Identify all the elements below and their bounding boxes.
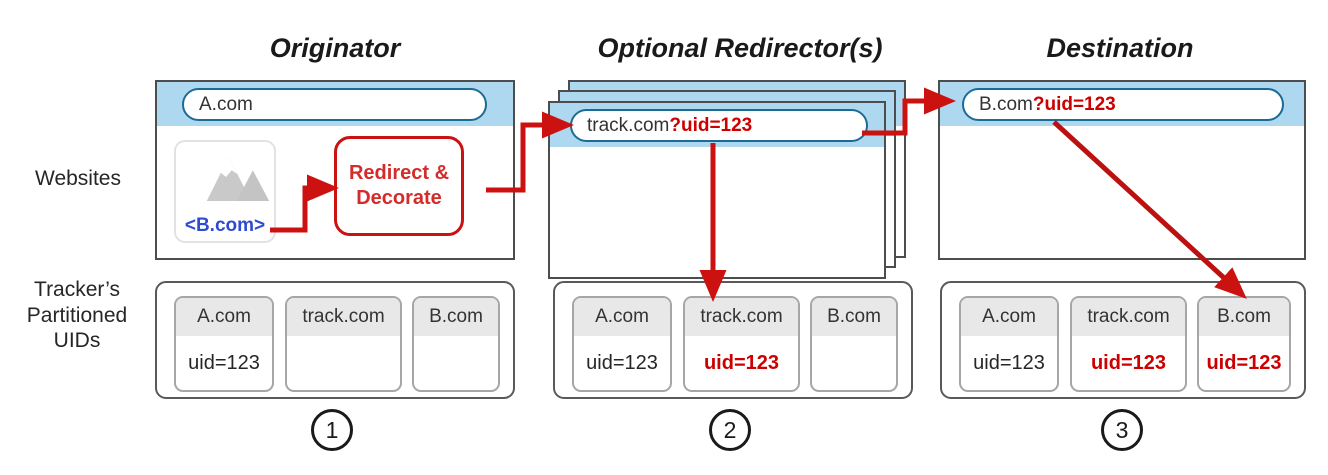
column-title-redirector: Optional Redirector(s) bbox=[597, 33, 883, 63]
column-title-destination: Destination bbox=[1046, 33, 1194, 63]
redirector-window: track.com?uid=123 bbox=[548, 101, 886, 279]
step-circle-1: 1 bbox=[311, 409, 353, 451]
uid-cell-header: B.com bbox=[812, 298, 896, 336]
uid-cell: track.com uid=123 bbox=[683, 296, 800, 392]
mountain-image-icon bbox=[206, 156, 270, 202]
step-circle-2: 2 bbox=[709, 409, 751, 451]
uid-cell: track.com uid=123 bbox=[1070, 296, 1187, 392]
uid-cell: B.com bbox=[412, 296, 500, 392]
uid-cell-value: uid=123 bbox=[1206, 351, 1282, 374]
url-bar-originator[interactable]: A.com bbox=[182, 88, 487, 121]
row-label-partitioned-uids: Tracker’s Partitioned UIDs bbox=[26, 278, 128, 353]
url-host: track.com bbox=[587, 114, 670, 136]
uid-cell: A.com uid=123 bbox=[174, 296, 274, 392]
image-link-label[interactable]: <B.com> bbox=[184, 215, 266, 236]
uid-cell-value bbox=[287, 336, 400, 390]
destination-window: B.com?uid=123 bbox=[938, 80, 1306, 260]
image-placeholder[interactable]: <B.com> bbox=[174, 140, 276, 243]
step-circle-3: 3 bbox=[1101, 409, 1143, 451]
uid-cell-value: uid=123 bbox=[1090, 351, 1167, 374]
url-bar-destination[interactable]: B.com?uid=123 bbox=[962, 88, 1284, 121]
uid-cell: B.com uid=123 bbox=[1197, 296, 1291, 392]
url-host: A.com bbox=[199, 93, 253, 115]
uid-cell-header: B.com bbox=[414, 298, 498, 336]
uid-cell-header: A.com bbox=[176, 298, 272, 336]
uid-cell-header: track.com bbox=[685, 298, 798, 336]
row-label-websites: Websites bbox=[35, 167, 121, 190]
uid-cell-header: A.com bbox=[961, 298, 1057, 336]
uid-cell-header: B.com bbox=[1199, 298, 1289, 336]
redirect-line-2: Decorate bbox=[356, 187, 442, 209]
url-uid-param: ?uid=123 bbox=[669, 114, 753, 136]
uid-cell-header: A.com bbox=[574, 298, 670, 336]
url-bar-redirector[interactable]: track.com?uid=123 bbox=[570, 109, 868, 142]
column-title-originator: Originator bbox=[269, 33, 401, 63]
uid-cell-header: track.com bbox=[1072, 298, 1185, 336]
url-uid-param: ?uid=123 bbox=[1032, 93, 1116, 115]
uid-cell-value bbox=[812, 336, 896, 390]
uid-cell-header: track.com bbox=[287, 298, 400, 336]
uid-cell-value: uid=123 bbox=[586, 351, 658, 374]
uid-cell-value bbox=[414, 336, 498, 390]
uid-cell: A.com uid=123 bbox=[959, 296, 1059, 392]
originator-window: A.com <B.com> Redirect & Decorate bbox=[155, 80, 515, 260]
url-host: B.com bbox=[979, 93, 1033, 115]
uid-table-3: A.com uid=123 track.com uid=123 B.com ui… bbox=[940, 281, 1306, 399]
uid-cell-value: uid=123 bbox=[973, 351, 1045, 374]
uid-cell: B.com bbox=[810, 296, 898, 392]
uid-cell-value: uid=123 bbox=[188, 351, 260, 374]
uid-table-1: A.com uid=123 track.com B.com bbox=[155, 281, 515, 399]
uid-cell: track.com bbox=[285, 296, 402, 392]
redirect-line-1: Redirect & bbox=[348, 162, 450, 184]
uid-table-2: A.com uid=123 track.com uid=123 B.com bbox=[553, 281, 913, 399]
redirect-decorate-box: Redirect & Decorate bbox=[334, 136, 464, 236]
uid-cell-value: uid=123 bbox=[703, 351, 780, 374]
uid-cell: A.com uid=123 bbox=[572, 296, 672, 392]
